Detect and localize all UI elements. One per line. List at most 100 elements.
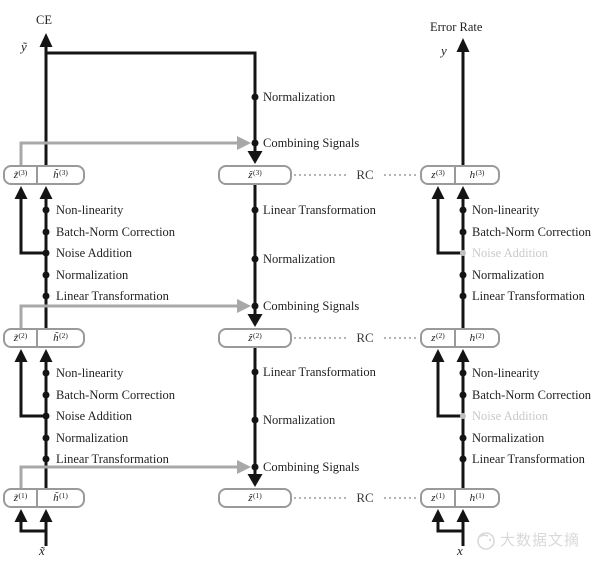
decoder-layer-box-1: ẑ(1) [218,488,292,508]
corrupted-z3-sup: (3) [18,167,28,177]
corrupted-h1-cell: h̃(1) [38,490,83,506]
clean-layer-box-3: z(3) h(3) [420,165,500,185]
decoder-layer-box-2: ẑ(2) [218,328,292,348]
corrupted-h1-label: h̃ [53,492,59,504]
step-batch-norm-correction: Batch-Norm Correction [56,388,176,402]
step-batch-norm-correction: Batch-Norm Correction [56,225,176,239]
x-tilde-label: x̃ [39,543,45,558]
corrupted-z3-label: z̃ [13,169,19,181]
clean-h3-label: h [469,169,476,181]
corrupted-h3-cell: h̃(3) [38,167,83,183]
corrupted-h2-cell: h̃(2) [38,330,83,346]
step-batch-norm-correction: Batch-Norm Correction [472,388,592,402]
step-noise-addition-disabled: Noise Addition [472,246,549,260]
step-combining-signals: Combining Signals [263,460,360,474]
decoder-z1-sup: (1) [253,490,262,500]
rc-label-2: RC [356,330,374,345]
corrupted-encoder-node-dots [42,206,50,463]
step-linear-transformation: Linear Transformation [263,365,376,379]
clean-layer-box-2: z(2) h(2) [420,328,500,348]
step-normalization: Normalization [472,431,545,445]
decoder-node-dots [251,93,259,471]
decoder-arrowheads [247,151,263,487]
step-noise-addition: Noise Addition [56,246,133,260]
clean-h3-sup: (3) [475,167,485,177]
corrupted-z3-cell: z̃(3) [5,167,38,183]
clean-h1-label: h [469,492,476,504]
step-normalization: Normalization [263,413,336,427]
corrupted-z1-cell: z̃(1) [5,490,38,506]
corrupted-z1-sup: (1) [18,490,28,500]
step-normalization: Normalization [56,431,129,445]
step-normalization: Normalization [56,268,129,282]
corrupted-h1-sup: (1) [59,490,68,500]
step-combining-signals: Combining Signals [263,136,360,150]
rc-dotted-links [294,174,418,499]
clean-z3-cell: z(3) [422,167,456,183]
corrupted-z2-cell: z̃(2) [5,330,38,346]
step-normalization: Normalization [263,252,336,266]
corrupted-layer-box-3: z̃(3) h̃(3) [3,165,85,185]
clean-z2-cell: z(2) [422,330,456,346]
corrupted-h2-label: h̃ [53,332,59,344]
step-normalization: Normalization [263,90,336,104]
corrupted-h3-sup: (3) [59,167,68,177]
clean-h1-sup: (1) [475,490,485,500]
corrupted-z2-label: z̃ [13,332,19,344]
corrupted-h2-sup: (2) [59,330,68,340]
decoder-z2-label: ẑ [248,332,253,344]
clean-h1-cell: h(1) [456,490,498,506]
clean-layer-box-1: z(1) h(1) [420,488,500,508]
step-non-linearity: Non-linearity [472,203,540,217]
step-non-linearity: Non-linearity [56,366,124,380]
clean-h3-cell: h(3) [456,167,498,183]
clean-encoder-arrowheads [431,38,470,522]
clean-z1-label: z [431,492,436,504]
decoder-z1-cell: ẑ(1) [220,490,290,506]
corrupted-layer-box-1: z̃(1) h̃(1) [3,488,85,508]
clean-h2-sup: (2) [475,330,485,340]
watermark-logo-icon [477,532,495,550]
x-label: x [457,543,463,558]
decoder-z3-cell: ẑ(3) [220,167,290,183]
clean-encoder-node-dots [459,206,467,463]
cost-title: CE [36,13,52,27]
decoder-layer-box-3: ẑ(3) [218,165,292,185]
lateral-connection-arrowheads [237,136,251,474]
error-rate-title: Error Rate [430,20,483,34]
corrupted-z1-label: z̃ [13,492,19,504]
rc-label-1: RC [356,490,374,505]
corrupted-layer-box-2: z̃(2) h̃(2) [3,328,85,348]
step-linear-transformation: Linear Transformation [263,203,376,217]
clean-z3-label: z [431,169,436,181]
step-linear-transformation: Linear Transformation [56,289,169,303]
clean-h2-label: h [469,332,476,344]
decoder-z3-sup: (3) [253,167,262,177]
clean-z2-sup: (2) [436,330,445,340]
clean-encoder-path [436,50,465,546]
clean-z2-label: z [431,332,436,344]
step-noise-addition: Noise Addition [56,409,133,423]
step-linear-transformation: Linear Transformation [56,452,169,466]
clean-z1-cell: z(1) [422,490,456,506]
step-linear-transformation: Linear Transformation [472,289,585,303]
decoder-z1-label: ẑ [248,492,253,504]
decoder-z2-cell: ẑ(2) [220,330,290,346]
step-batch-norm-correction: Batch-Norm Correction [472,225,592,239]
lateral-connection-lines [19,141,237,488]
corrupted-z2-sup: (2) [18,330,28,340]
step-linear-transformation: Linear Transformation [472,452,585,466]
corrupted-h3-label: h̃ [53,169,59,181]
rc-label-3: RC [356,167,374,182]
step-noise-addition-disabled: Noise Addition [472,409,549,423]
clean-z3-sup: (3) [436,167,445,177]
decoder-z2-sup: (2) [253,330,262,340]
step-combining-signals: Combining Signals [263,299,360,313]
step-non-linearity: Non-linearity [472,366,540,380]
decoder-z3-label: ẑ [248,169,253,181]
y-tilde-label: ỹ [21,39,27,54]
y-label: y [441,43,447,58]
step-non-linearity: Non-linearity [56,203,124,217]
